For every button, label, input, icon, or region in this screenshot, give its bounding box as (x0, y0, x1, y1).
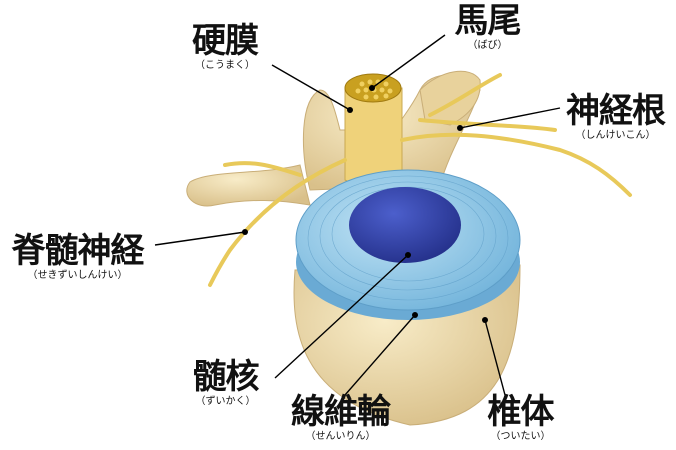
label-dura: 硬膜 （こうまく） (192, 21, 259, 71)
label-vertebral-body: 椎体 （ついたい） (487, 392, 555, 442)
nerve-root-right (400, 132, 632, 197)
transverse-process-left (186, 164, 311, 207)
label-annulus-fibrosus: 線維輪 （せんいりん） (291, 392, 391, 442)
label-nerve-root: 神経根 （しんけいこん） (566, 91, 666, 141)
spinal-nerve-left (208, 158, 347, 287)
nucleus-pulposus (349, 187, 461, 263)
nerves (208, 73, 632, 287)
label-nucleus-pulposus: 髄核 （ずいかく） (192, 357, 260, 407)
leader-lines (154, 34, 561, 396)
label-spinal-nerve: 脊髄神経 （せきずいしんけい） (11, 231, 145, 281)
right-process (419, 70, 481, 126)
label-cauda-equina: 馬尾 （ばび） (454, 1, 522, 51)
